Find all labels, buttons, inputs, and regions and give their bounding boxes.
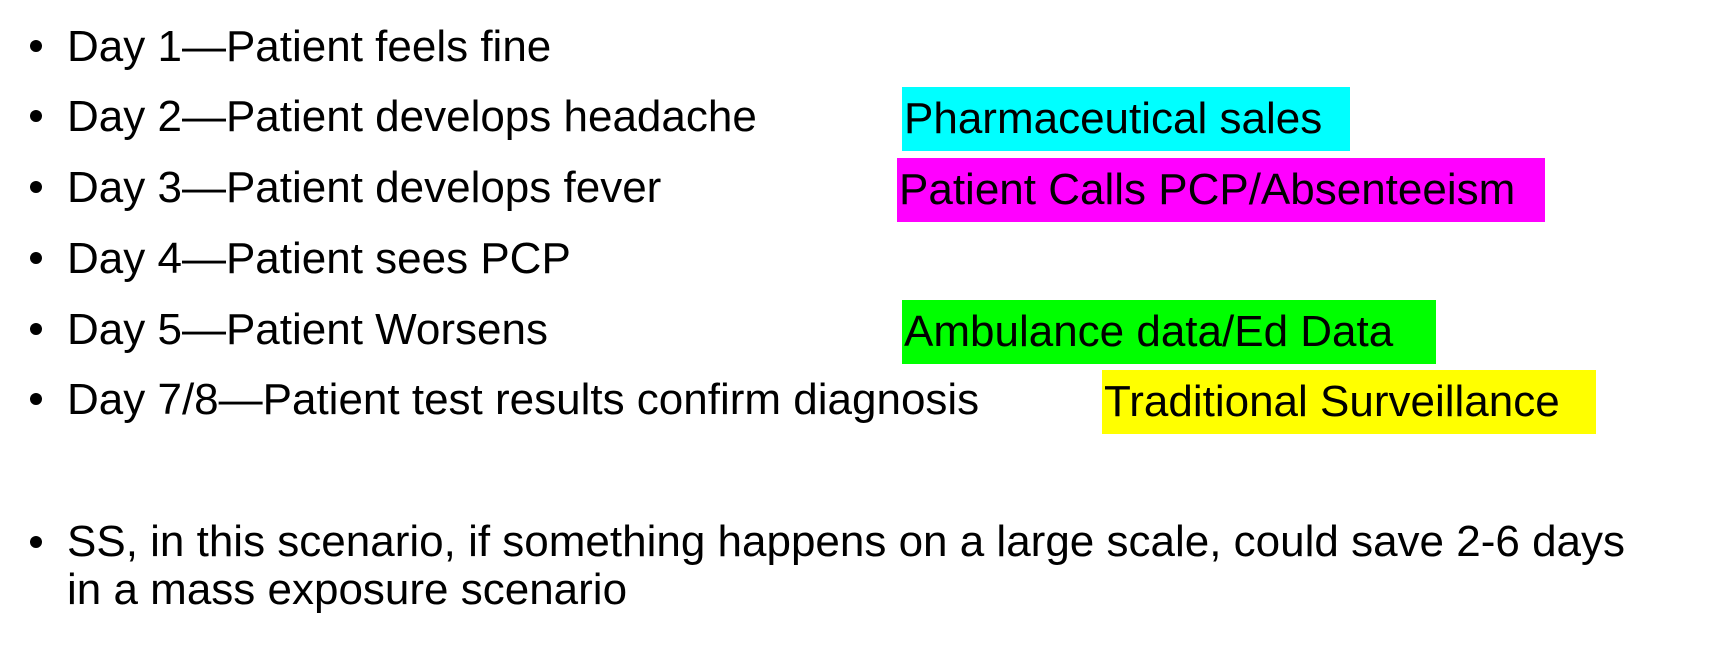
item-text: Day 1—Patient feels fine: [67, 22, 552, 71]
item-text: Day 3—Patient develops fever: [67, 163, 662, 212]
bullet-icon: [30, 181, 42, 193]
bullet-icon: [30, 40, 42, 52]
list-item-day-2: Day 2—Patient develops headache Pharmace…: [0, 87, 1710, 156]
summary-text: SS, in this scenario, if something happe…: [67, 517, 1626, 614]
item-text: Day 2—Patient develops headache: [67, 92, 757, 141]
highlight-patient-calls-pcp: Patient Calls PCP/Absenteeism: [897, 158, 1545, 222]
bullet-icon: [30, 110, 42, 122]
list-item-day-3: Day 3—Patient develops fever Patient Cal…: [0, 158, 1710, 227]
item-text: Day 7/8—Patient test results confirm dia…: [67, 375, 980, 424]
list-item-day-5: Day 5—Patient Worsens Ambulance data/Ed …: [0, 300, 1710, 369]
bullet-icon: [30, 536, 42, 548]
bullet-icon: [30, 252, 42, 264]
bullet-icon: [30, 323, 42, 335]
highlight-traditional-surveillance: Traditional Surveillance: [1102, 370, 1596, 434]
bullet-icon: [30, 393, 42, 405]
item-text: Day 5—Patient Worsens: [67, 305, 548, 354]
list-item-day-1: Day 1—Patient feels fine: [0, 22, 1710, 86]
highlight-ambulance-data: Ambulance data/Ed Data: [902, 300, 1436, 364]
highlight-pharmaceutical-sales: Pharmaceutical sales: [902, 87, 1350, 151]
list-item-day-4: Day 4—Patient sees PCP: [0, 234, 1710, 298]
item-text: Day 4—Patient sees PCP: [67, 234, 571, 283]
list-item-day-7-8: Day 7/8—Patient test results confirm dia…: [0, 370, 1710, 439]
